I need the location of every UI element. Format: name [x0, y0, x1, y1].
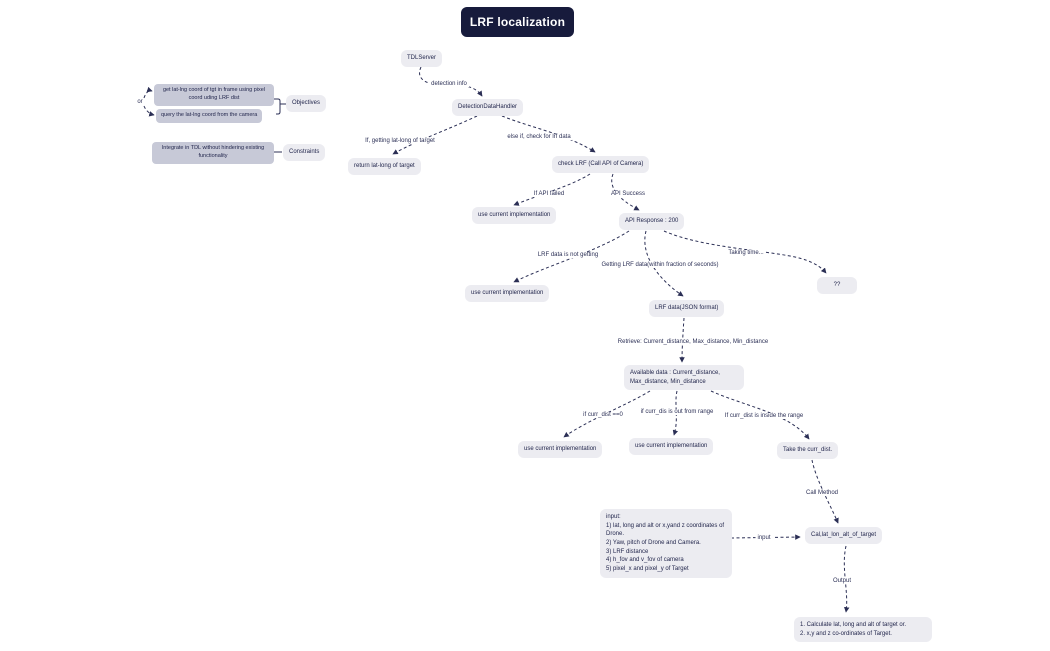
- node-final-output: 1. Calculate lat, long and alt of target…: [794, 617, 932, 643]
- edge-api-to-impl2: [513, 230, 630, 283]
- constraint-node-1: Integrate in TDL without hindering exist…: [152, 142, 274, 164]
- node-use-current-implementation-3: use current implementation: [518, 441, 603, 458]
- node-use-current-implementation-2: use current implementation: [465, 285, 550, 302]
- node-api-response-200: API Response : 200: [619, 213, 685, 230]
- edge-label-detection-info: detection info: [429, 81, 469, 87]
- objectives-bracket: [274, 98, 286, 115]
- node-detection-data-handler: DetectionDataHandler: [452, 99, 524, 116]
- edge-available-to-takecurr: [710, 390, 810, 440]
- node-calc-inputs: input: 1) lat, long and alt or x,yand z …: [600, 509, 732, 578]
- diagram-title: LRF localization: [461, 7, 574, 37]
- node-tdlserver: TDLServer: [401, 50, 443, 67]
- edge-label-if-curr-dist-zero: if curr_dist ==0: [581, 412, 625, 418]
- objective-node-1: get lat-lng coord of tgt in frame using …: [154, 84, 274, 106]
- edge-label-if-getting-lat-long: If, getting lat-long of target: [363, 138, 437, 144]
- edge-api-to-lrfdata: [644, 230, 684, 297]
- constraints-label-node: Constraints: [283, 144, 326, 161]
- edge-label-call-method: Call Method: [803, 490, 841, 496]
- edge-label-retrieve: Retrieve: Current_distance, Max_distance…: [606, 339, 780, 345]
- objective-node-2: query the lat-lng coord from the camera: [156, 109, 263, 123]
- edge-label-if-curr-dis-out: if curr_dis is out from range: [638, 409, 716, 415]
- objectives-label-node: Objectives: [286, 95, 327, 112]
- edge-label-if-api-failed: If API failed: [531, 191, 567, 197]
- edge-checklrf-to-impl1: [513, 173, 591, 206]
- edge-label-lrf-data-not-getting: LRF data is not getting: [535, 252, 601, 258]
- edge-label-input: input: [755, 535, 773, 541]
- node-available-data: Available data : Current_distance, Max_d…: [624, 365, 744, 391]
- node-use-current-implementation-4: use current implementation: [629, 438, 714, 455]
- edge-label-else-if-check-lrf: else if, check for lrf data: [505, 134, 573, 140]
- node-return-lat-long: return lat-long of target: [348, 158, 421, 175]
- node-take-curr-dist: Take the curr_dist.: [777, 442, 839, 459]
- edge-handler-to-checklrf: [501, 115, 596, 153]
- edge-or-to-objective1: [143, 86, 153, 99]
- edge-label-taking-time: Taking time...: [726, 250, 766, 256]
- edge-or-to-objective2: [143, 105, 155, 117]
- node-cal-lat-lon-alt: Cal,lat_lon_alt_of_target: [805, 527, 883, 544]
- node-use-current-implementation-1: use current implementation: [472, 207, 557, 224]
- edge-label-api-success: API Success: [608, 191, 648, 197]
- or-label: or: [135, 99, 145, 105]
- edge-label-output: Output: [830, 578, 854, 584]
- node-lrf-data-json: LRF data(JSON format): [649, 300, 725, 317]
- edge-available-to-impl4: [672, 390, 679, 436]
- edge-label-getting-lrf-data: Getting LRF data(within fraction of seco…: [599, 262, 721, 268]
- edge-label-if-curr-dist-inside: If curr_dist is inside the range: [722, 413, 806, 419]
- node-unknown: ??: [817, 277, 857, 294]
- edge-handler-to-return: [392, 115, 478, 155]
- node-check-lrf: check LRF (Call API of Camera): [552, 156, 650, 173]
